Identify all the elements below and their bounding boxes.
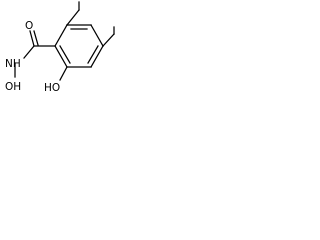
right-ethyl-bond-1: [102, 33, 115, 47]
ring-bond-4: [90, 45, 104, 68]
molecule-drawing: O NH OH HO: [0, 0, 116, 95]
ring-double-bond-3: [59, 45, 71, 64]
carbonyl-bond-2: [33, 30, 39, 46]
hydroxylamine-oxygen-label: OH: [5, 81, 21, 93]
ring-bond-3: [90, 24, 104, 47]
amide-nitrogen-bond: [23, 45, 35, 59]
top-ethyl-bond-1: [66, 9, 80, 26]
chemical-structure: O NH OH HO: [5, 1, 115, 94]
ring-double-bond-2: [87, 45, 99, 64]
ring-bond-6: [54, 45, 68, 68]
carbonyl-oxygen-label: O: [25, 20, 33, 32]
carbonyl-bond-1: [29, 30, 35, 47]
nitrogen-label: NH: [5, 58, 21, 70]
phenol-hydroxyl-label: HO: [44, 82, 60, 94]
ring-bond-1: [54, 24, 68, 47]
phenol-oxygen-bond: [59, 66, 68, 81]
